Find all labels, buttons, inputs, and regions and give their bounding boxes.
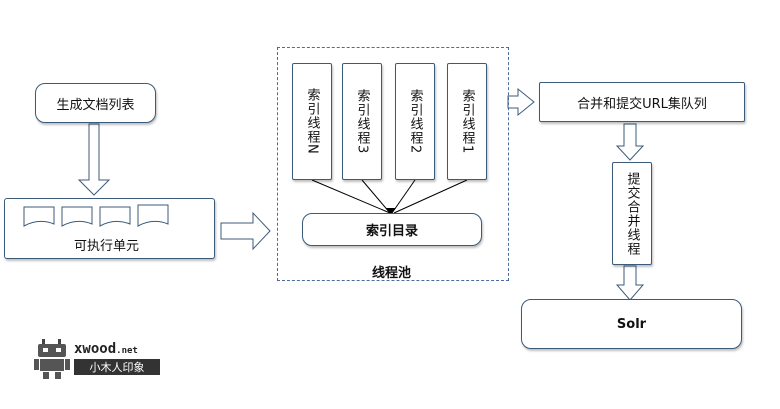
executable-unit-node: 可执行单元 bbox=[4, 198, 215, 259]
document-icons bbox=[23, 204, 169, 227]
logo-wordmark: xwood.net bbox=[74, 341, 138, 357]
thread-pool-container bbox=[277, 47, 509, 281]
xwood-logo: xwood.net 小木人印象 bbox=[34, 339, 164, 381]
index-thread-3: 索引线程3 bbox=[342, 63, 382, 180]
arrow-right-unit-to-pool bbox=[220, 211, 271, 251]
generate-list-node: 生成文档列表 bbox=[35, 83, 156, 123]
document-icon bbox=[61, 206, 93, 227]
thread-pool-label: 线程池 bbox=[372, 266, 412, 281]
index-thread-1: 索引线程1 bbox=[447, 63, 487, 180]
logo-main: xwood bbox=[74, 341, 117, 357]
merge-queue-node: 合并和提交URL集队列 bbox=[539, 82, 745, 122]
logo-subtitle: 小木人印象 bbox=[74, 359, 160, 375]
commit-thread-node: 提交合并线程 bbox=[612, 162, 652, 265]
arrow-right-pool-to-queue bbox=[507, 87, 535, 117]
index-thread-2-label: 索引线程2 bbox=[407, 88, 423, 155]
document-icon bbox=[137, 204, 169, 227]
commit-thread-label: 提交合并线程 bbox=[624, 171, 640, 256]
index-dir-node: 索引目录 bbox=[302, 213, 482, 246]
merge-queue-label: 合并和提交URL集队列 bbox=[577, 96, 707, 112]
index-thread-3-label: 索引线程3 bbox=[354, 88, 370, 155]
robot-icon bbox=[34, 339, 70, 379]
executable-unit-label: 可执行单元 bbox=[74, 239, 140, 254]
solr-node: Solr bbox=[521, 299, 742, 349]
solr-label: Solr bbox=[616, 316, 647, 332]
index-dir-label: 索引目录 bbox=[365, 224, 418, 239]
index-thread-n-label: 索引线程N bbox=[304, 88, 320, 155]
index-thread-2: 索引线程2 bbox=[395, 63, 435, 180]
arrow-down-commit-to-solr bbox=[615, 265, 645, 301]
document-icon bbox=[99, 206, 131, 227]
index-thread-1-label: 索引线程1 bbox=[459, 88, 475, 155]
logo-suffix: .net bbox=[116, 346, 138, 356]
arrow-down-list-to-unit bbox=[77, 123, 111, 196]
index-thread-n: 索引线程N bbox=[292, 63, 332, 180]
document-icon bbox=[23, 206, 55, 227]
arrow-down-queue-to-commit bbox=[615, 123, 645, 161]
generate-list-label: 生成文档列表 bbox=[56, 97, 135, 113]
